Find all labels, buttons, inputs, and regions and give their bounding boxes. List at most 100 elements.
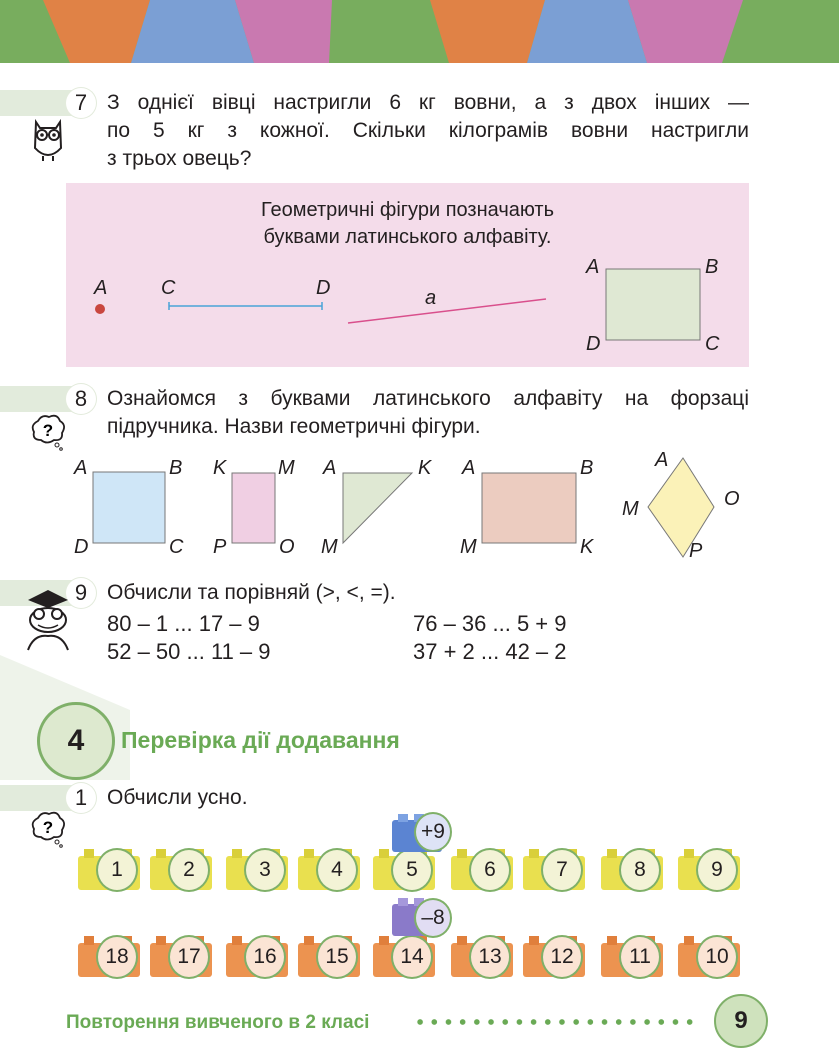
vertex-label: A	[655, 449, 669, 471]
vertex-label: A	[74, 457, 88, 479]
expressions-right: 76 – 36 ... 5 + 9 37 + 2 ... 42 – 2	[413, 610, 567, 666]
add-operation: +9	[414, 812, 452, 852]
number-brick: 16	[226, 933, 292, 979]
expressions-left: 80 – 1 ... 17 – 9 52 – 50 ... 11 – 9	[107, 610, 271, 666]
number-brick: 8	[601, 846, 667, 892]
task-band	[0, 785, 72, 811]
vertex-label: K	[213, 457, 227, 479]
expression: 80 – 1 ... 17 – 9	[107, 611, 260, 636]
text-line: З однієї вівці настригли 6 кг вовни, а з…	[107, 91, 749, 114]
task-band	[0, 386, 72, 412]
number-brick: 9	[678, 846, 744, 892]
brick-number: 10	[696, 935, 738, 979]
question-cloud-icon: ?	[31, 414, 65, 451]
brick-number: 8	[619, 848, 661, 892]
number-brick: 13	[451, 933, 517, 979]
vertex-label: B	[169, 457, 183, 479]
line-label: a	[425, 287, 437, 309]
brick-number: 17	[168, 935, 210, 979]
brick-number: 16	[244, 935, 286, 979]
vertex-label: M	[278, 457, 295, 479]
number-brick: 1	[78, 846, 144, 892]
task9-text: Обчисли та порівняй (>, <, =).	[107, 581, 396, 604]
section-number: 4	[37, 702, 115, 780]
task1-text: Обчисли усно.	[107, 786, 248, 809]
text-line: з трьох овець?	[107, 147, 252, 170]
brick-number: 9	[696, 848, 738, 892]
square-abcd	[92, 471, 166, 544]
brick-number: 6	[469, 848, 511, 892]
task-band	[0, 90, 72, 116]
brick-number: 2	[168, 848, 210, 892]
brick-number: 18	[96, 935, 138, 979]
number-brick: 15	[298, 933, 364, 979]
vertex-label: C	[169, 536, 184, 558]
owl-icon	[33, 118, 63, 161]
frog-icon	[27, 590, 69, 651]
vertex-label: C	[705, 333, 720, 355]
vertex-label: M	[321, 536, 338, 558]
vertex-label: K	[580, 536, 594, 558]
expression: 37 + 2 ... 42 – 2	[413, 639, 567, 664]
info-line: буквами латинського алфавіту.	[263, 226, 552, 248]
rhombus-aopm	[647, 457, 715, 558]
vertex-label: A	[462, 457, 476, 479]
task8-text: Ознайомся з буквами латинського алфавіту…	[107, 385, 749, 441]
rectangle-abkm	[481, 472, 577, 544]
vertex-label: O	[724, 488, 740, 510]
question-cloud-icon: ?	[31, 811, 65, 848]
rectangle-kmop	[231, 472, 276, 544]
point-label: A	[94, 277, 108, 299]
info-box: Геометричні фігури позначають буквами ла…	[66, 183, 749, 367]
footer-dots	[413, 1012, 698, 1032]
brick-number: 12	[541, 935, 583, 979]
brick-number: 14	[391, 935, 433, 979]
svg-text:?: ?	[43, 818, 53, 837]
section-title: Перевірка дії додавання	[121, 727, 400, 753]
vertex-label: B	[580, 457, 594, 479]
text-line: по 5 кг з кожної. Скільки кілограмів вов…	[107, 119, 749, 142]
number-brick: 17	[150, 933, 216, 979]
brick-number: 7	[541, 848, 583, 892]
vertex-label: P	[689, 540, 703, 562]
segment-label: D	[316, 277, 331, 299]
expression: 76 – 36 ... 5 + 9	[413, 611, 567, 636]
brick-number: 15	[316, 935, 358, 979]
vertex-label: K	[418, 457, 432, 479]
number-brick: 14	[373, 933, 439, 979]
vertex-label: A	[586, 256, 600, 278]
subtract-operation: –8	[414, 898, 452, 938]
number-brick: 2	[150, 846, 216, 892]
color-banner	[0, 0, 839, 63]
number-brick: 6	[451, 846, 517, 892]
brick-number: 3	[244, 848, 286, 892]
point-a	[95, 304, 105, 314]
brick-number: 11	[619, 935, 661, 979]
task7-text: З однієї вівці настригли 6 кг вовни, а з…	[107, 89, 749, 173]
add-brick: +9	[392, 812, 458, 858]
vertex-label: D	[586, 333, 601, 355]
number-brick: 3	[226, 846, 292, 892]
text-line: підручника. Назви геометричні фігури.	[107, 415, 481, 438]
brick-number: 4	[316, 848, 358, 892]
number-brick: 18	[78, 933, 144, 979]
vertex-label: O	[279, 536, 295, 558]
info-line: Геометричні фігури позначають	[261, 199, 554, 221]
expression: 52 – 50 ... 11 – 9	[107, 639, 271, 664]
triangle-akm	[342, 472, 414, 545]
vertex-label: M	[460, 536, 477, 558]
vertex-label: P	[213, 536, 227, 558]
vertex-label: M	[622, 498, 639, 520]
text-line: Ознайомся з буквами латинського алфавіту…	[107, 387, 749, 410]
task-number: 7	[66, 88, 96, 118]
number-brick: 12	[523, 933, 589, 979]
vertex-label: A	[323, 457, 337, 479]
task-number: 8	[66, 384, 96, 414]
vertex-label: B	[705, 256, 719, 278]
brick-number: 13	[469, 935, 511, 979]
svg-text:?: ?	[43, 421, 53, 440]
number-brick: 11	[601, 933, 667, 979]
number-brick: 4	[298, 846, 364, 892]
number-brick: 10	[678, 933, 744, 979]
